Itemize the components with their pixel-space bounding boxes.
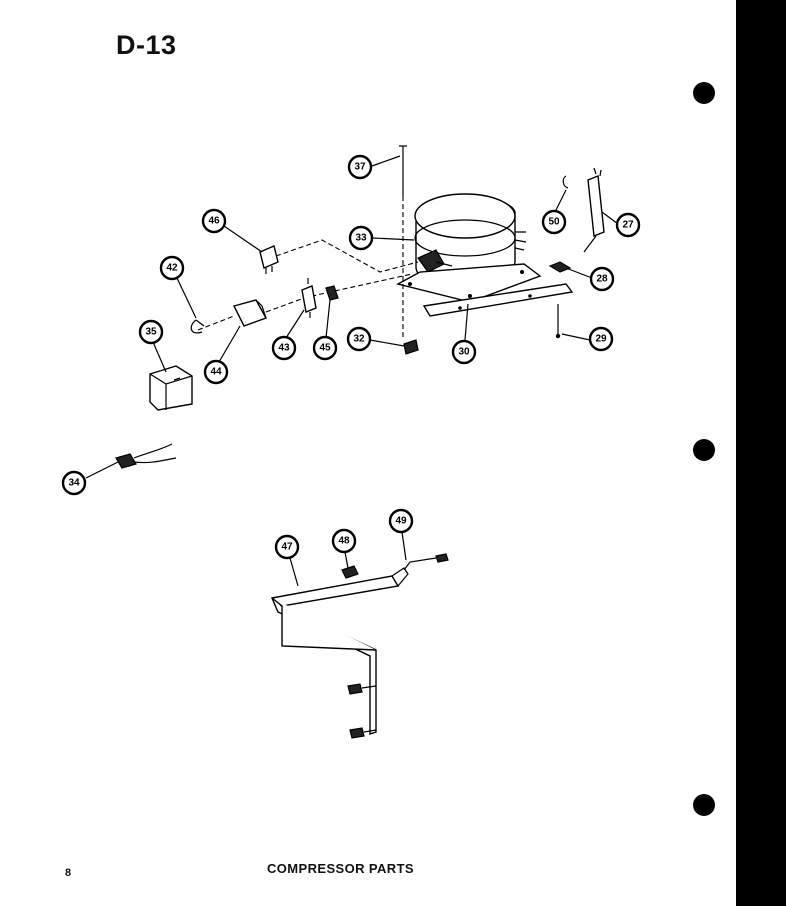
callout-30: 30 — [451, 339, 477, 365]
relay-cover-46 — [259, 239, 419, 274]
callout-27-label: 27 — [622, 220, 634, 231]
grommet-32 — [403, 339, 419, 355]
binding-strip — [736, 0, 786, 906]
callout-29: 29 — [588, 326, 614, 352]
callout-42: 42 — [159, 255, 185, 281]
leader-lines — [85, 155, 619, 587]
page-title: COMPRESSOR PARTS — [267, 861, 415, 876]
callout-35-label: 35 — [145, 327, 157, 338]
punch-hole-middle — [693, 439, 715, 461]
callout-42-label: 42 — [166, 263, 178, 274]
callout-37: 37 — [347, 154, 373, 180]
callout-48-label: 48 — [338, 536, 350, 547]
terminal-45 — [325, 285, 339, 301]
screw-29 — [555, 304, 561, 339]
punch-hole-top — [693, 82, 715, 104]
callout-46-label: 46 — [208, 216, 220, 227]
bolt-37 — [399, 145, 407, 340]
callout-37-label: 37 — [354, 162, 366, 173]
clamp-48 — [341, 565, 359, 579]
callout-28: 28 — [589, 266, 615, 292]
wire-harness-47 — [271, 553, 449, 739]
base-rail — [422, 283, 574, 317]
callout-44-label: 44 — [210, 367, 222, 378]
punch-hole-bottom — [693, 794, 715, 816]
callout-35: 35 — [138, 319, 164, 345]
callout-46: 46 — [201, 208, 227, 234]
page-code: D-13 — [116, 30, 177, 60]
overload-clip-42 — [190, 319, 205, 334]
overload-protector-44 — [232, 299, 268, 327]
callout-34-label: 34 — [68, 478, 80, 489]
callout-50: 50 — [541, 209, 567, 235]
callout-48: 48 — [331, 528, 357, 554]
callout-29-label: 29 — [595, 334, 607, 345]
washer-28 — [548, 261, 572, 273]
callout-45-label: 45 — [319, 343, 331, 354]
page-number: 8 — [65, 867, 72, 879]
callout-43: 43 — [271, 335, 297, 361]
callout-49: 49 — [388, 508, 414, 534]
sensor-27 — [583, 167, 605, 253]
callout-32: 32 — [346, 326, 372, 352]
terminal-box-35 — [149, 365, 193, 411]
callout-47-label: 47 — [281, 542, 293, 553]
mounting-base-plate — [396, 263, 542, 303]
callout-33-label: 33 — [355, 233, 367, 244]
callout-45: 45 — [312, 335, 338, 361]
callout-30-label: 30 — [458, 347, 470, 358]
callout-50-label: 50 — [548, 217, 560, 228]
callout-28-label: 28 — [596, 274, 608, 285]
callout-32-label: 32 — [353, 334, 365, 345]
relay-43 — [301, 278, 317, 318]
power-cord-34 — [115, 443, 177, 469]
callout-49-label: 49 — [395, 516, 407, 527]
callout-34: 34 — [61, 470, 87, 496]
callout-47: 47 — [274, 534, 300, 560]
compressor-body — [414, 193, 527, 287]
callout-44: 44 — [203, 359, 229, 385]
callout-43-label: 43 — [278, 343, 290, 354]
callout-27: 27 — [615, 212, 641, 238]
callout-33: 33 — [348, 225, 374, 251]
clip-50 — [562, 175, 569, 189]
